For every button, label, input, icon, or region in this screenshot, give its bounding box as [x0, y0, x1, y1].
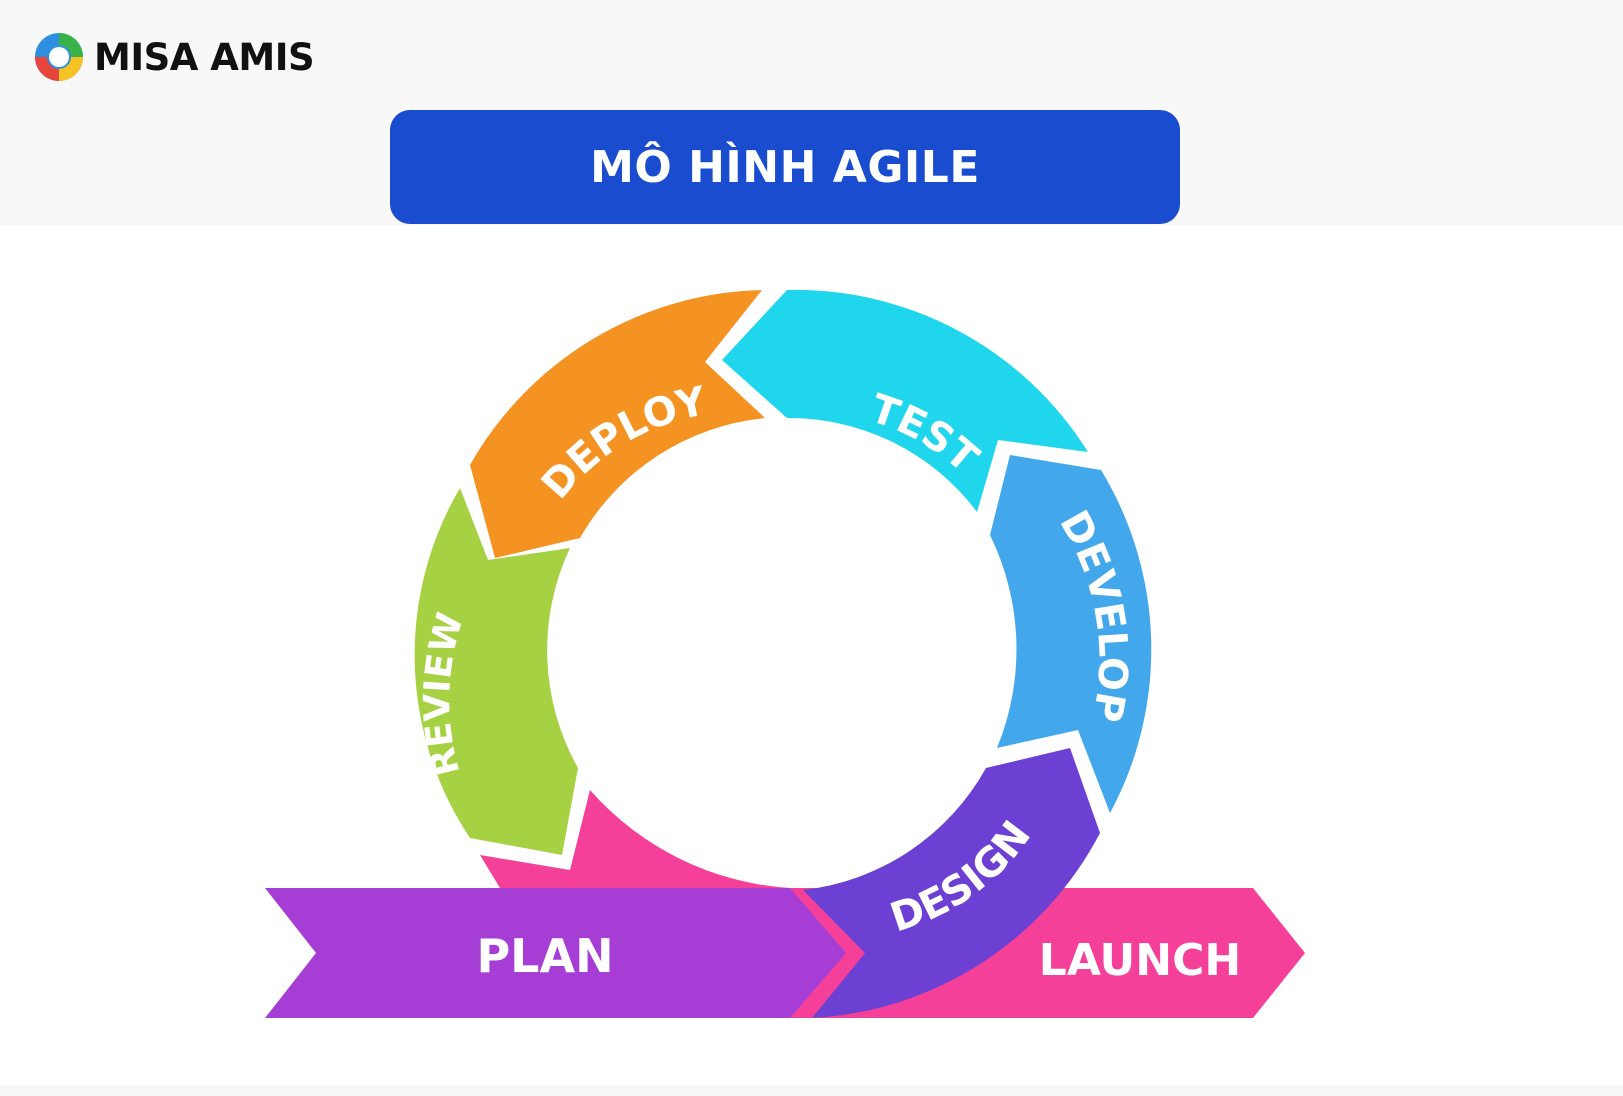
brand-logo: MISA AMIS — [34, 32, 315, 82]
test-segment — [722, 289, 1088, 512]
misa-amis-logo-icon — [35, 33, 83, 81]
design-segment — [803, 748, 1100, 1018]
develop-segment — [990, 455, 1152, 813]
deploy-segment — [470, 290, 765, 558]
brand-name: MISA AMIS — [94, 35, 315, 79]
page-title: MÔ HÌNH AGILE — [590, 141, 980, 193]
title-banner: MÔ HÌNH AGILE — [390, 110, 1180, 224]
launch-label: LAUNCH — [1039, 935, 1241, 986]
plan-arrow — [265, 888, 846, 1018]
plan-label: PLAN — [476, 929, 613, 983]
review-segment — [414, 488, 578, 855]
footer-band — [0, 1085, 1623, 1096]
launch-tail — [480, 790, 790, 888]
